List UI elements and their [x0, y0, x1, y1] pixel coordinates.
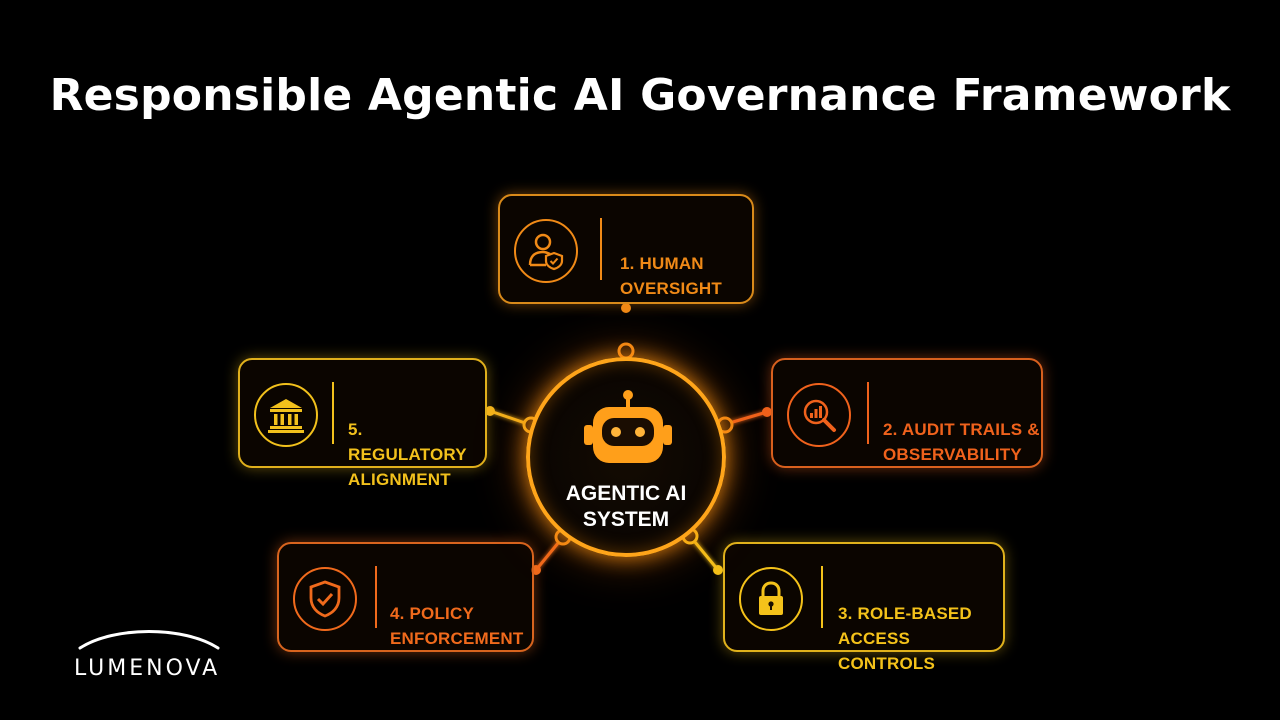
logo-text: LUMENOVA [74, 656, 221, 681]
user-shield-icon [514, 219, 578, 283]
shield-check-icon [293, 567, 357, 631]
padlock-icon [739, 567, 803, 631]
lumenova-logo: LUMENOVA [74, 628, 224, 688]
magnifier-chart-icon [787, 383, 851, 447]
bank-building-icon [254, 383, 318, 447]
page-title: Responsible Agentic AI Governance Framew… [49, 70, 1231, 121]
robot-icon [584, 390, 672, 463]
node-label: 2. AUDIT TRAILS &OBSERVABILITY [883, 420, 1040, 464]
node-audit-trails: 2. AUDIT TRAILS &OBSERVABILITY [771, 358, 1043, 468]
